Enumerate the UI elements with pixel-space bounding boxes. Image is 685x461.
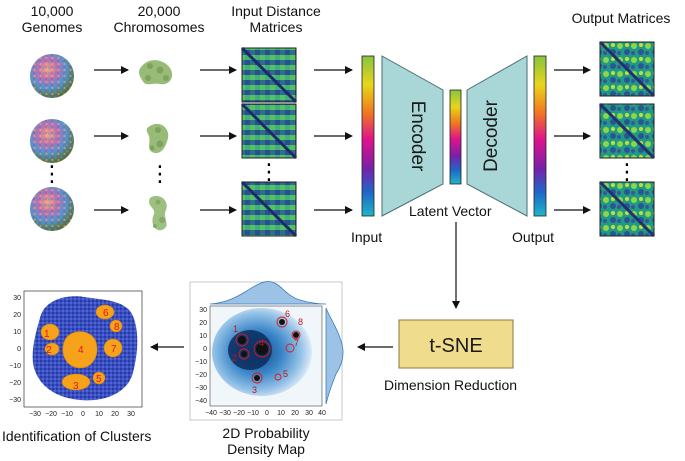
density-cluster-label-6: 6 (285, 309, 290, 319)
clusters-label-5: 5 (96, 374, 102, 385)
density-xtick: −20 (233, 410, 245, 417)
chromosomes-title: Chromosomes (113, 19, 205, 35)
density-xtick: 20 (291, 410, 299, 417)
density-xtick: 40 (318, 410, 326, 417)
clusters-label-7: 7 (111, 344, 117, 355)
output-vector-bar (533, 55, 547, 217)
input-label: Input (351, 229, 383, 245)
density-cluster-markers (235, 316, 301, 384)
output-matrix-1 (598, 40, 656, 98)
cluster-blobs (40, 304, 123, 391)
clusters-xtick: −10 (61, 411, 73, 418)
genome-sphere-1 (30, 54, 74, 98)
density-xtick: −10 (247, 410, 259, 417)
clusters-xtick: 10 (95, 411, 103, 418)
clusters-ytick: 0 (17, 346, 21, 353)
density-cluster-label-2: 2 (232, 353, 237, 363)
density-map-caption-2: Density Map (227, 441, 305, 457)
input-matrix-3 (240, 180, 298, 238)
clusters-label-6: 6 (103, 308, 109, 319)
density-ytick: −40 (195, 398, 207, 405)
output-matrix-3 (598, 180, 656, 238)
density-cluster-label-5: 5 (283, 369, 288, 379)
density-right-marginal (325, 307, 344, 405)
density-cluster-label-8: 8 (298, 317, 303, 327)
latent-vector-label: Latent Vector (409, 203, 492, 219)
chromosome-structure-3 (149, 195, 167, 231)
density-cluster-label-3: 3 (252, 385, 257, 395)
clusters-ytick: 20 (13, 312, 21, 319)
clusters-label-4: 4 (78, 345, 84, 356)
tsne-box (398, 319, 514, 369)
density-ytick: −20 (195, 372, 207, 379)
clusters-xtick: −20 (45, 411, 57, 418)
density-xtick: 10 (277, 410, 285, 417)
density-map-caption-1: 2D Probability (222, 425, 310, 441)
output-matrices-ellipsis: ⋮ (616, 160, 638, 185)
decoder-block (466, 55, 528, 217)
latent-vector-bar (449, 89, 462, 185)
clusters-ytick: −20 (9, 380, 21, 387)
genomes-ellipsis: ⋮ (41, 162, 63, 187)
density-ytick: 10 (199, 333, 207, 340)
output-matrices-header: Output Matrices (571, 10, 671, 26)
density-ytick: 20 (199, 320, 207, 327)
clusters-ytick: 10 (13, 329, 21, 336)
input-matrices-header: Input Distance Matrices (212, 3, 340, 35)
tsne-caption: Dimension Reduction (384, 377, 518, 393)
chromosomes-header: 20,000 Chromosomes (104, 3, 214, 35)
density-ytick: 30 (199, 307, 207, 314)
input-matrices-title-1: Input Distance (231, 3, 321, 19)
clusters-label-8: 8 (114, 322, 120, 333)
genomes-title: Genomes (21, 19, 83, 35)
decoder-label: Decoder (481, 99, 502, 171)
input-vector-bar (361, 55, 375, 217)
density-cluster-label-7: 7 (294, 338, 299, 348)
genomes-header: 10,000 Genomes (20, 3, 84, 35)
genome-sphere-3 (30, 187, 74, 231)
density-xtick: −40 (205, 410, 217, 417)
clusters-ytick: −30 (9, 397, 21, 404)
clusters-panel: 1 2 3 4 5 6 7 8 30 20 10 0 −10 −20 −30 −… (9, 290, 143, 418)
output-matrix-2 (598, 102, 656, 160)
clusters-label-3: 3 (73, 381, 79, 392)
clusters-xtick: 30 (127, 411, 135, 418)
density-map-caption: 2D Probability Density Map (190, 425, 342, 457)
clusters-ytick: −10 (9, 363, 21, 370)
density-ytick: −10 (195, 359, 207, 366)
clusters-xtick: 0 (81, 411, 85, 418)
chromosome-structure-1 (139, 60, 173, 85)
pipeline-arrows (94, 66, 591, 214)
clusters-caption: Identification of Clusters (2, 428, 152, 444)
encoder-label: Encoder (407, 101, 428, 172)
density-xtick: −30 (219, 410, 231, 417)
density-xtick: 0 (265, 410, 269, 417)
chromosomes-count: 20,000 (137, 3, 181, 19)
input-matrix-1 (240, 46, 298, 104)
density-top-marginal (209, 281, 327, 305)
chromosome-structure-2 (146, 123, 169, 154)
input-matrices-ellipsis: ⋮ (258, 160, 280, 185)
genome-sphere-2 (30, 119, 74, 163)
density-cluster-label-1: 1 (233, 324, 238, 334)
clusters-label-1: 1 (44, 329, 50, 340)
clusters-ytick: 30 (13, 295, 21, 302)
input-matrices-title-2: Matrices (249, 19, 303, 35)
density-cluster-label-4: 4 (259, 338, 264, 348)
tsne-label: t-SNE (429, 335, 482, 357)
density-map-panel: 1 2 3 4 5 6 7 8 30 20 10 0 −10 −20 −30 −… (189, 281, 344, 421)
output-label: Output (512, 229, 555, 245)
clusters-xtick: 20 (111, 411, 119, 418)
clusters-label-2: 2 (46, 345, 52, 356)
density-xtick: 30 (305, 410, 313, 417)
clusters-xtick: −30 (29, 411, 41, 418)
density-ytick: 0 (203, 346, 207, 353)
genomes-count: 10,000 (30, 3, 74, 19)
encoder-block (381, 55, 444, 217)
density-ytick: −30 (195, 385, 207, 392)
input-matrix-2 (240, 102, 298, 160)
chromosomes-ellipsis: ⋮ (149, 162, 171, 187)
